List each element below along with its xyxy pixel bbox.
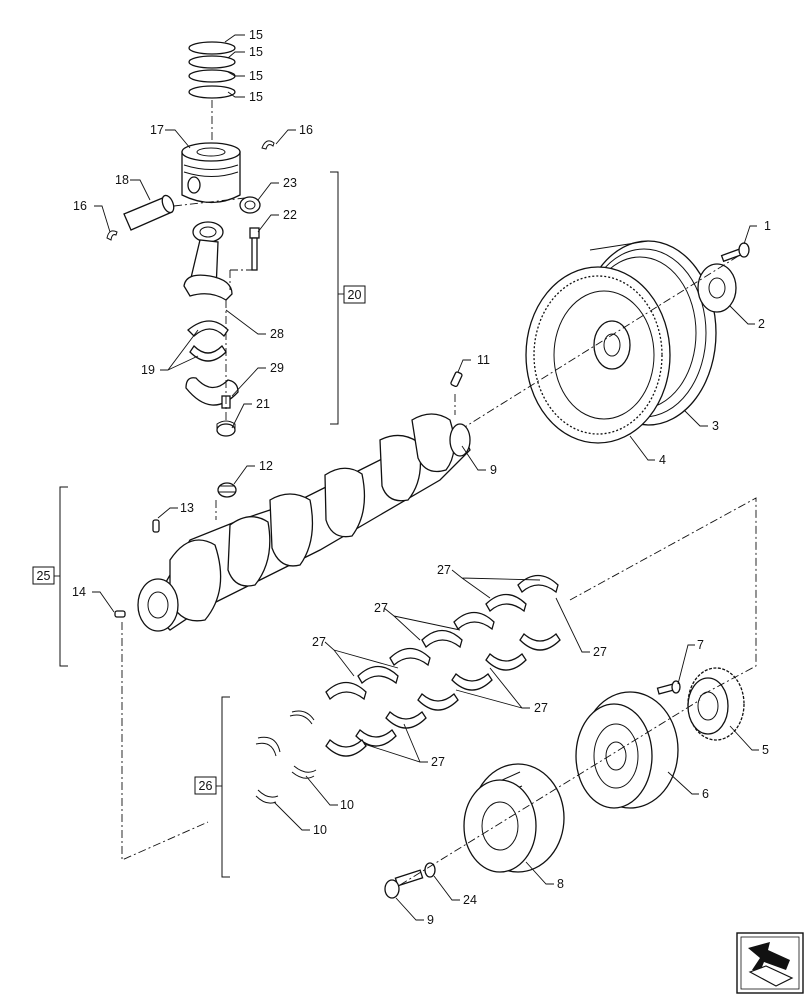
callout-12: 12 xyxy=(259,459,273,473)
gear-bolt xyxy=(656,680,681,695)
crank-pin-14 xyxy=(114,610,126,618)
front-axis-line xyxy=(399,699,701,886)
callout-15b: 15 xyxy=(249,45,263,59)
pin-axis-line xyxy=(173,197,246,207)
circlip-lower xyxy=(106,230,118,241)
main-bearing-shells xyxy=(325,574,561,757)
callout-5: 5 xyxy=(762,743,769,757)
callout-4: 4 xyxy=(659,453,666,467)
route-line-left xyxy=(121,622,209,861)
group-box-25 xyxy=(32,566,55,585)
thrust-washers xyxy=(255,710,317,804)
callout-16b: 16 xyxy=(73,199,87,213)
callout-21: 21 xyxy=(256,397,270,411)
callout-17: 17 xyxy=(150,123,164,137)
group-box-20 xyxy=(343,285,366,304)
callout-6: 6 xyxy=(702,787,709,801)
callout-11: 11 xyxy=(477,353,490,367)
damper-pulley xyxy=(575,691,679,809)
callout-9b: 9 xyxy=(427,913,434,927)
connecting-rod xyxy=(183,221,233,301)
callout-29: 29 xyxy=(270,361,284,375)
pulley-washer xyxy=(424,862,436,878)
callout-15a: 15 xyxy=(249,28,263,42)
piston xyxy=(181,142,241,204)
cap-nut xyxy=(216,420,236,437)
callout-10b: 10 xyxy=(313,823,327,837)
callout-24: 24 xyxy=(463,893,477,907)
callout-27f: 27 xyxy=(431,755,445,769)
conrod-bolt xyxy=(249,227,260,271)
callout-19: 19 xyxy=(141,363,155,377)
callout-numbers: 15 15 15 15 17 16 18 16 23 22 28 19 29 2… xyxy=(72,28,771,927)
group-box-26 xyxy=(194,776,217,795)
callout-10a: 10 xyxy=(340,798,354,812)
callout-7: 7 xyxy=(697,638,704,652)
v-belt-pulley xyxy=(463,763,565,873)
callout-27a: 27 xyxy=(437,563,451,577)
bracket-20 xyxy=(330,171,339,425)
group-label-26: 26 xyxy=(199,779,213,793)
bracket-26 xyxy=(221,696,230,878)
flywheel-bolt xyxy=(720,242,750,263)
callout-27d: 27 xyxy=(593,645,607,659)
crank-dowel-pin xyxy=(450,371,463,388)
conrod-bearing-lower xyxy=(189,344,227,362)
callout-2: 2 xyxy=(758,317,765,331)
pulley-bolt xyxy=(384,869,424,899)
crank-gear xyxy=(687,667,745,741)
crank-pin-13 xyxy=(152,519,160,533)
callout-28: 28 xyxy=(270,327,284,341)
callout-18: 18 xyxy=(115,173,129,187)
callout-8: 8 xyxy=(557,877,564,891)
callout-27e: 27 xyxy=(534,701,548,715)
piston-pin xyxy=(123,194,175,231)
callout-16a: 16 xyxy=(299,123,313,137)
conrod-bearing-upper xyxy=(187,320,229,338)
route-line-right xyxy=(569,497,757,697)
callout-3: 3 xyxy=(712,419,719,433)
leader-lines xyxy=(92,34,759,921)
callout-1: 1 xyxy=(764,219,771,233)
callout-22: 22 xyxy=(283,208,297,222)
flywheel-washer xyxy=(697,263,737,313)
callout-9a: 9 xyxy=(490,463,497,477)
callout-14: 14 xyxy=(72,585,86,599)
circlip-upper xyxy=(261,140,275,150)
callout-23: 23 xyxy=(283,176,297,190)
crank-plug xyxy=(217,482,237,498)
callout-15c: 15 xyxy=(249,69,263,83)
piston-rings xyxy=(188,41,236,99)
flywheel-axis-line xyxy=(459,254,741,431)
callout-27b: 27 xyxy=(374,601,388,615)
next-page-arrow-icon[interactable] xyxy=(736,932,804,994)
group-label-25: 25 xyxy=(37,569,51,583)
callout-27c: 27 xyxy=(312,635,326,649)
group-label-20: 20 xyxy=(348,288,362,302)
callout-15d: 15 xyxy=(249,90,263,104)
small-end-bushing xyxy=(239,196,261,214)
callout-13: 13 xyxy=(180,501,194,515)
bracket-25 xyxy=(59,486,68,667)
flywheel-ring-gear xyxy=(525,266,671,444)
crankshaft xyxy=(137,413,471,632)
